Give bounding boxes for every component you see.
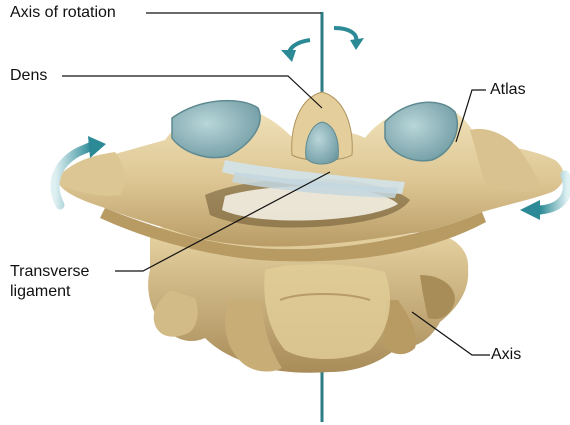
label-axis: Axis [491, 345, 521, 364]
top-rotation-arrow-left-head [281, 50, 296, 62]
dens [292, 92, 353, 164]
label-transverse-ligament-line1: Transverse [10, 262, 89, 281]
leader-dens [62, 76, 322, 108]
label-dens: Dens [10, 66, 47, 85]
label-transverse-ligament-line2: ligament [10, 282, 70, 301]
label-atlas: Atlas [490, 80, 526, 99]
label-axis-of-rotation: Axis of rotation [10, 3, 116, 22]
right-rotation-arrow-head [520, 200, 540, 220]
top-rotation-arrow-right-head [350, 38, 364, 50]
